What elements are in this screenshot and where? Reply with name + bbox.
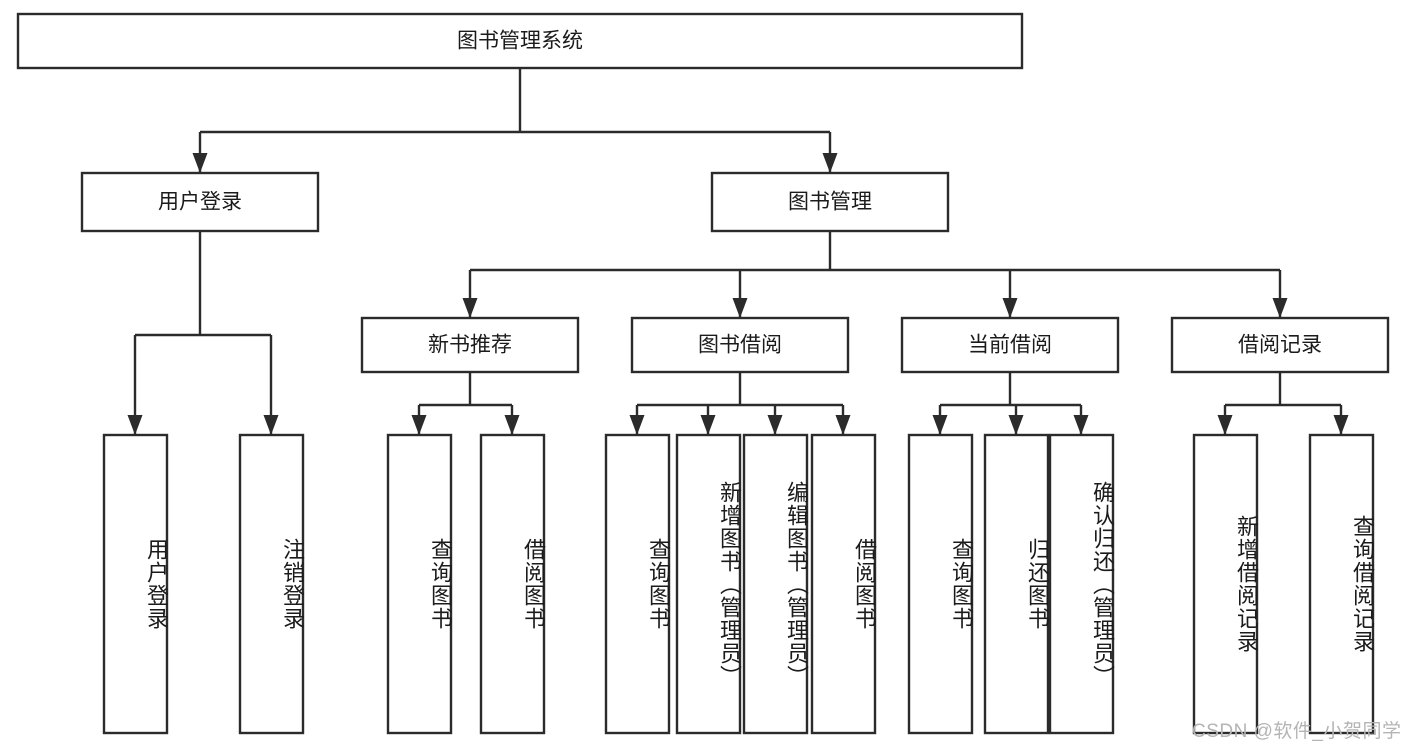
node-leaf-box-12[interactable] bbox=[1308, 433, 1375, 735]
node-level3-label-0: 新书推荐 bbox=[428, 334, 512, 357]
connector-arrow-icon bbox=[629, 415, 645, 435]
connector-arrow-icon bbox=[932, 415, 948, 435]
node-level3-box-3[interactable] bbox=[1170, 316, 1390, 374]
node-level2-box-1[interactable] bbox=[710, 171, 950, 233]
connector-arrow-icon bbox=[1002, 298, 1018, 318]
node-level3-box-2[interactable] bbox=[900, 316, 1120, 374]
node-leaf-box-7[interactable] bbox=[810, 433, 877, 735]
node-level3-box-1[interactable] bbox=[630, 316, 850, 374]
connector-arrow-icon bbox=[462, 298, 478, 318]
node-root-label: 图书管理系统 bbox=[457, 30, 583, 53]
node-leaf-box-4[interactable] bbox=[604, 433, 671, 735]
node-leaf-box-2[interactable] bbox=[386, 433, 453, 735]
connector-arrow-icon bbox=[411, 415, 427, 435]
connectors-layer bbox=[127, 68, 1349, 435]
node-leaf-box-5[interactable] bbox=[675, 433, 742, 735]
node-leaf-box-8[interactable] bbox=[907, 433, 974, 735]
node-leaf-box-9[interactable] bbox=[983, 433, 1050, 735]
node-level2-label-1: 图书管理 bbox=[788, 191, 872, 214]
connector-arrow-icon bbox=[504, 415, 520, 435]
connector-arrow-icon bbox=[127, 415, 143, 435]
node-leaf-box-3[interactable] bbox=[479, 433, 546, 735]
node-root-box[interactable] bbox=[16, 12, 1024, 70]
node-level2-box-0[interactable] bbox=[80, 171, 320, 233]
connector-arrow-icon bbox=[700, 415, 716, 435]
connector-arrow-icon bbox=[1333, 415, 1349, 435]
connector-arrow-icon bbox=[1272, 298, 1288, 318]
connector-arrow-icon bbox=[767, 415, 783, 435]
node-leaf-box-11[interactable] bbox=[1192, 433, 1259, 735]
connector-arrow-icon bbox=[1073, 415, 1089, 435]
node-leaf-box-1[interactable] bbox=[238, 433, 305, 735]
node-level3-label-1: 图书借阅 bbox=[698, 334, 782, 357]
watermark-text: CSDN @软件_小贺同学 bbox=[1192, 721, 1402, 742]
node-leaf-box-6[interactable] bbox=[742, 433, 809, 735]
connector-arrow-icon bbox=[835, 415, 851, 435]
connector-arrow-icon bbox=[1008, 415, 1024, 435]
node-level3-label-2: 当前借阅 bbox=[968, 334, 1052, 357]
boxes-layer bbox=[16, 12, 1390, 735]
node-leaf-box-10[interactable] bbox=[1048, 433, 1115, 735]
node-level2-label-0: 用户登录 bbox=[158, 191, 242, 214]
connector-arrow-icon bbox=[263, 415, 279, 435]
connector-arrow-icon bbox=[192, 153, 208, 173]
connector-arrow-icon bbox=[822, 153, 838, 173]
node-leaf-box-0[interactable] bbox=[102, 433, 169, 735]
connector-arrow-icon bbox=[732, 298, 748, 318]
node-level3-box-0[interactable] bbox=[360, 316, 580, 374]
connector-arrow-icon bbox=[1217, 415, 1233, 435]
node-level3-label-3: 借阅记录 bbox=[1238, 334, 1322, 357]
